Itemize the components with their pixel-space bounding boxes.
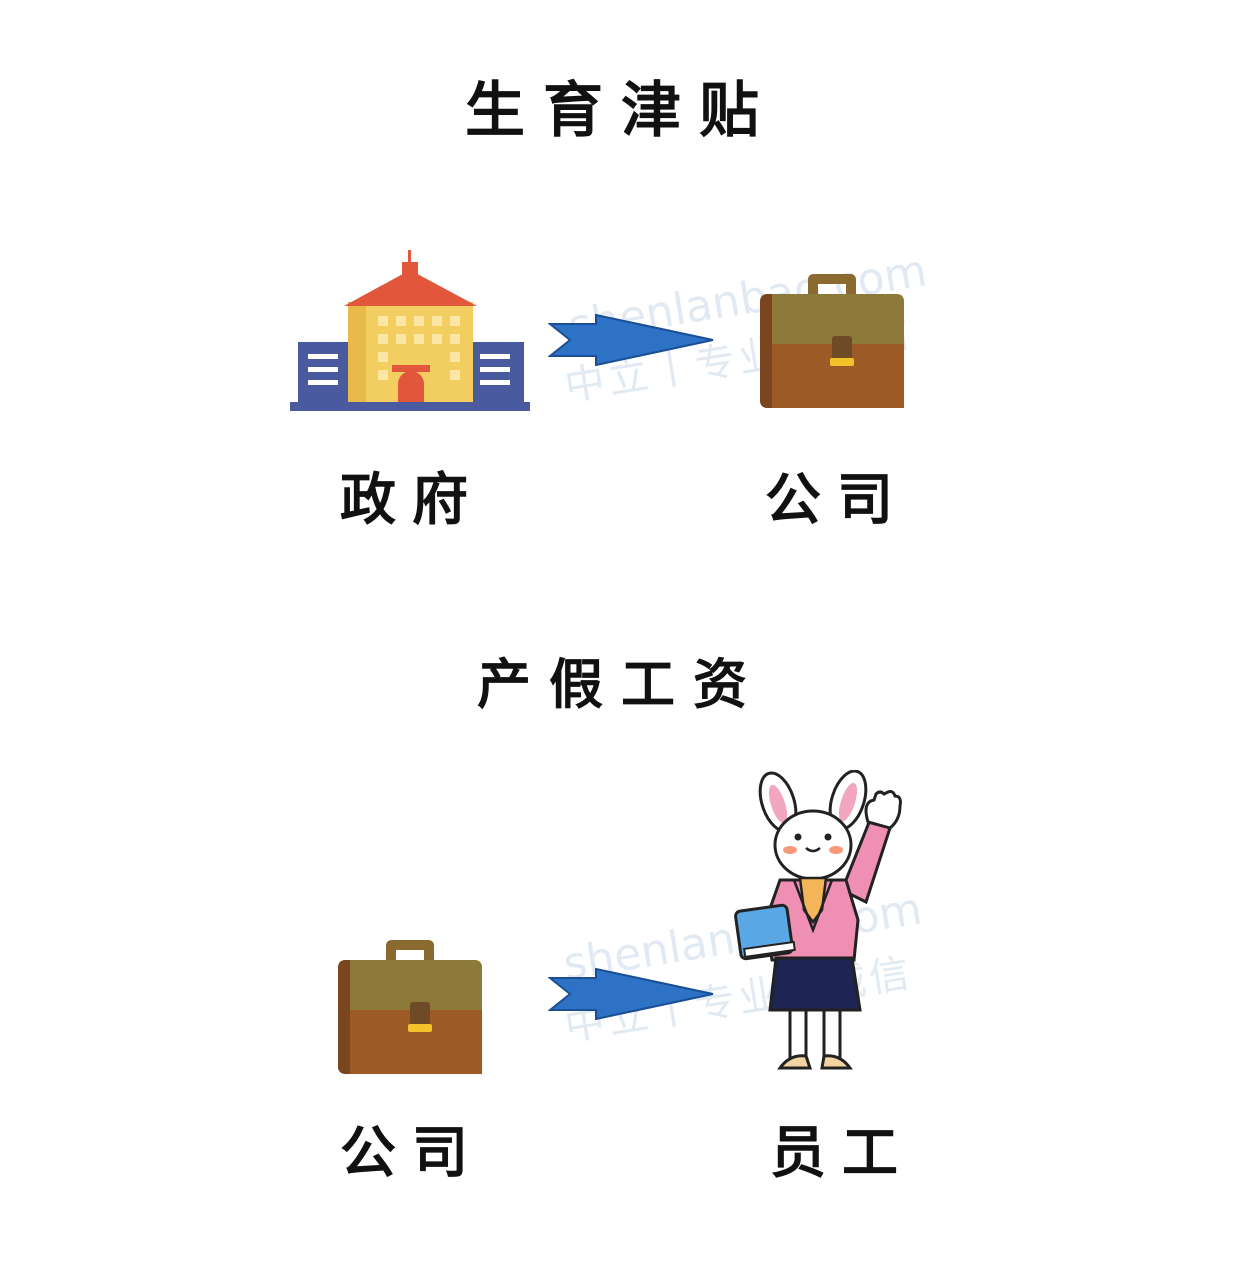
briefcase-icon [338, 940, 482, 1074]
flow2-to-label: 员工 [770, 1121, 914, 1186]
rabbit-employee-icon [734, 770, 902, 1070]
arrow-right-icon [548, 967, 714, 1021]
government-building-icon [290, 250, 530, 411]
flow2-from-label: 公司 [340, 1121, 484, 1186]
flow1-to-label: 公司 [765, 468, 909, 533]
section-title-maternity-allowance: 生育津贴 [465, 76, 777, 146]
briefcase-icon [760, 274, 904, 408]
flow1-from-label: 政府 [340, 468, 484, 533]
section-title-maternity-leave-pay: 产假工资 [477, 653, 765, 716]
arrow-right-icon [548, 313, 714, 367]
